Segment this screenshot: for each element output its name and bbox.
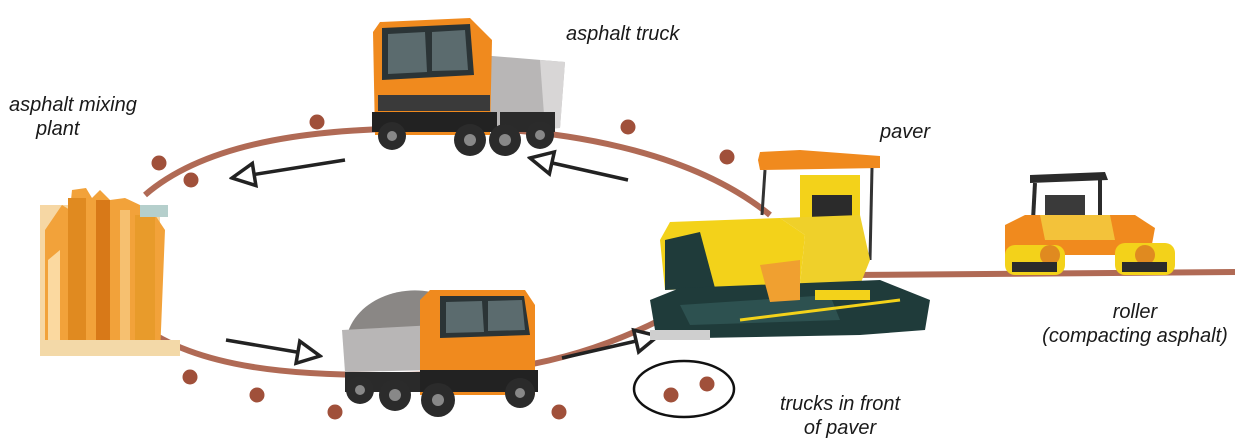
truck-dot bbox=[700, 377, 715, 392]
flow-arrow-return-upper-left bbox=[232, 160, 345, 178]
roller-icon bbox=[1005, 172, 1175, 275]
mixing-plant-label-line2: plant bbox=[9, 117, 137, 141]
truck-dot bbox=[621, 120, 636, 135]
roller-label: roller (compacting asphalt) bbox=[1020, 300, 1250, 348]
truck-dot bbox=[183, 370, 198, 385]
flow-arrow-loaded-lower-left bbox=[226, 340, 320, 356]
paver-label: paver bbox=[880, 120, 930, 144]
trucks-in-front-highlight bbox=[634, 361, 734, 417]
asphalt-truck-label: asphalt truck bbox=[566, 22, 679, 46]
roller-label-line2: (compacting asphalt) bbox=[1020, 324, 1250, 348]
truck-dot bbox=[184, 173, 199, 188]
roller-label-line1: roller bbox=[1020, 300, 1250, 324]
truck-dot bbox=[152, 156, 167, 171]
truck-dot bbox=[310, 115, 325, 130]
trucks-in-front-label-line2: of paver bbox=[745, 416, 935, 440]
paver-icon bbox=[650, 150, 930, 340]
truck-dot bbox=[552, 405, 567, 420]
flow-arrow-return-upper-right bbox=[530, 158, 628, 180]
truck-dot bbox=[664, 388, 679, 403]
asphalt-mixing-plant-icon bbox=[40, 188, 180, 356]
asphalt-truck-icon bbox=[342, 290, 538, 417]
trucks-in-front-label-line1: trucks in front bbox=[745, 392, 935, 416]
mixing-plant-label-line1: asphalt mixing bbox=[9, 93, 137, 117]
truck-dot bbox=[720, 150, 735, 165]
truck-dot bbox=[250, 388, 265, 403]
trucks-in-front-label: trucks in front of paver bbox=[745, 392, 935, 440]
mixing-plant-label: asphalt mixing plant bbox=[9, 93, 137, 141]
truck-dot bbox=[328, 405, 343, 420]
asphalt-truck-icon bbox=[372, 18, 565, 156]
